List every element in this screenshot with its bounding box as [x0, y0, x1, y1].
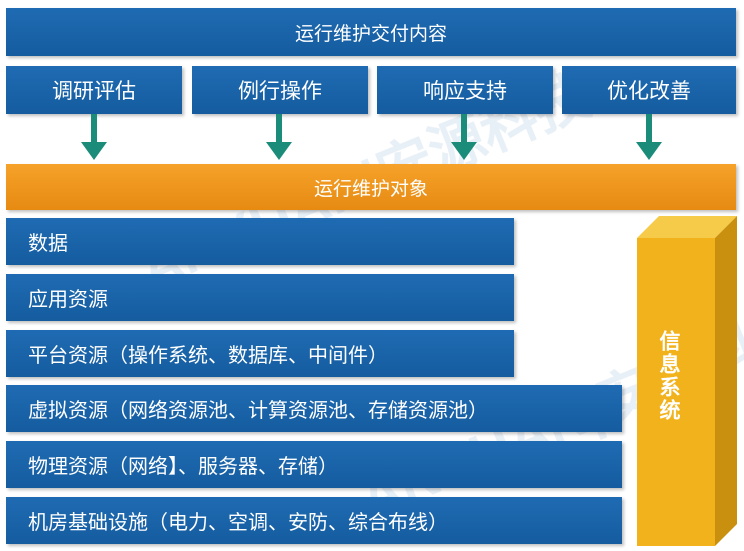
down-arrow-icon [81, 114, 107, 160]
layer-datacenter-infrastructure: 机房基础设施（电力、空调、安防、综合布线） [6, 497, 622, 544]
activity-response-support: 响应支持 [377, 66, 553, 114]
layer-physical-resources: 物理资源（网络】、服务器、存储） [6, 441, 622, 488]
activity-optimization: 优化改善 [562, 66, 736, 114]
information-system-label: 信息系统 [657, 330, 681, 422]
activity-survey-assessment: 调研评估 [6, 66, 182, 114]
layer-platform-resources: 平台资源（操作系统、数据库、中间件） [6, 330, 514, 377]
layer-virtual-resources: 虚拟资源（网络资源池、计算资源池、存储资源池） [6, 385, 622, 432]
delivery-content-header: 运行维护交付内容 [6, 8, 736, 56]
layer-data: 数据 [6, 218, 514, 265]
layer-application-resources: 应用资源 [6, 274, 514, 321]
down-arrow-icon [266, 114, 292, 160]
information-system-column [637, 216, 737, 546]
down-arrow-icon [451, 114, 477, 160]
maintenance-object-bar: 运行维护对象 [6, 164, 736, 210]
down-arrow-icon [636, 114, 662, 160]
activity-routine-operation: 例行操作 [192, 66, 368, 114]
